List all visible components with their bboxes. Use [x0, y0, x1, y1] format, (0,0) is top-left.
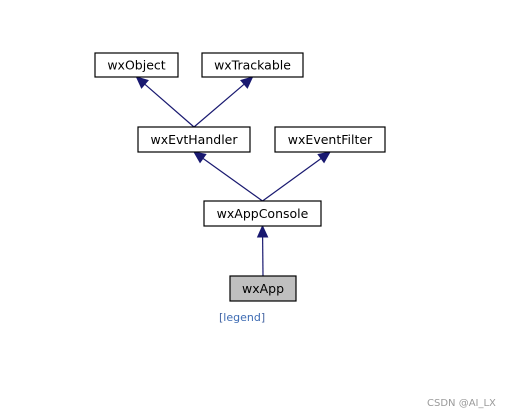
node-box	[229, 275, 297, 302]
edges-layer	[135, 76, 331, 277]
node-label: wxObject	[107, 58, 165, 73]
legend-close-bracket: ]	[260, 311, 266, 324]
legend-link[interactable]: legend	[223, 311, 261, 324]
node-box	[274, 126, 386, 153]
nodes-layer: wxObject wxTrackable wxEvtHandler wxEventFi…	[94, 52, 386, 302]
node-wxEventFilter[interactable]: wxEventFilter	[274, 126, 386, 153]
edge-wxEvtHandler-to-wxObject	[144, 83, 195, 128]
edge-wxEvtHandler-to-wxTrackable	[193, 83, 245, 128]
node-wxEvtHandler[interactable]: wxEvtHandler	[137, 126, 251, 153]
node-box	[203, 200, 322, 227]
node-label: wxEvtHandler	[150, 132, 238, 147]
node-box	[94, 52, 179, 78]
arrowhead-icon	[135, 76, 149, 89]
arrowhead-icon	[256, 224, 269, 238]
node-label: wxApp	[242, 281, 284, 296]
node-label: wxAppConsole	[217, 206, 309, 221]
legend-open-bracket: [	[219, 311, 224, 324]
arrowhead-icon	[240, 76, 254, 89]
node-label: wxEventFilter	[288, 132, 373, 147]
arrowhead-icon	[317, 151, 331, 164]
legend: [legend]	[219, 311, 265, 324]
edge-wxAppConsole-to-wxEventFilter	[262, 157, 322, 202]
edge-wxAppConsole-to-wxEvtHandler	[202, 157, 263, 202]
node-wxTrackable[interactable]: wxTrackable	[201, 52, 304, 78]
node-box	[137, 126, 251, 153]
node-box	[201, 52, 304, 78]
node-label: wxTrackable	[214, 58, 291, 73]
node-wxAppConsole[interactable]: wxAppConsole	[203, 200, 322, 227]
node-wxApp: wxApp	[229, 275, 297, 302]
node-wxObject[interactable]: wxObject	[94, 52, 179, 78]
watermark: CSDN @AI_LX	[427, 398, 496, 409]
arrowhead-icon	[193, 151, 207, 164]
